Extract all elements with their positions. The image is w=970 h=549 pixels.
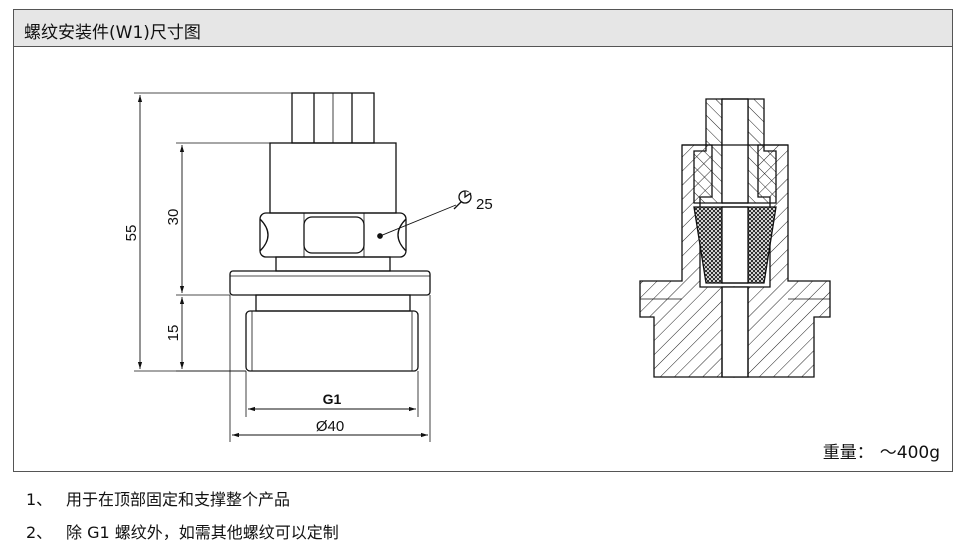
note-number: 2、 — [26, 523, 53, 542]
weight-label: 重量： — [822, 443, 874, 463]
weight-value: ～400g — [879, 443, 940, 463]
technical-drawing: 55 30 15 G1 Ø40 25 — [123, 92, 831, 442]
hex-nut — [259, 212, 407, 258]
title-bar: 螺纹安装件(W1)尺寸图 — [14, 10, 952, 47]
wrench-leader — [379, 204, 457, 237]
flange — [229, 270, 431, 296]
upper-body — [269, 142, 397, 214]
dim-40-label: Ø40 — [316, 418, 344, 435]
dim-55-label: 55 — [123, 225, 140, 242]
notes-list: 1、用于在顶部固定和支撑整个产品 2、除 G1 螺纹外，如需其他螺纹可以定制 — [26, 483, 339, 549]
note-item: 1、用于在顶部固定和支撑整个产品 — [26, 483, 339, 516]
note-text: 除 G1 螺纹外，如需其他螺纹可以定制 — [66, 523, 339, 542]
drawing-frame: 螺纹安装件(W1)尺寸图 — [13, 9, 953, 472]
note-item: 2、除 G1 螺纹外，如需其他螺纹可以定制 — [26, 516, 339, 549]
thread-g1 — [245, 310, 419, 372]
wrench-size-label: 25 — [476, 196, 493, 213]
wrench-icon — [453, 190, 472, 210]
dim-30-label: 30 — [165, 209, 182, 226]
weight-info: 重量：～400g — [823, 438, 940, 463]
dim-g1-label: G1 — [323, 391, 342, 407]
side-view — [134, 92, 457, 442]
dim-15-label: 15 — [165, 325, 182, 342]
note-number: 1、 — [26, 490, 53, 509]
note-text: 用于在顶部固定和支撑整个产品 — [66, 490, 291, 509]
section-view — [639, 98, 831, 378]
page-title: 螺纹安装件(W1)尺寸图 — [24, 23, 201, 43]
